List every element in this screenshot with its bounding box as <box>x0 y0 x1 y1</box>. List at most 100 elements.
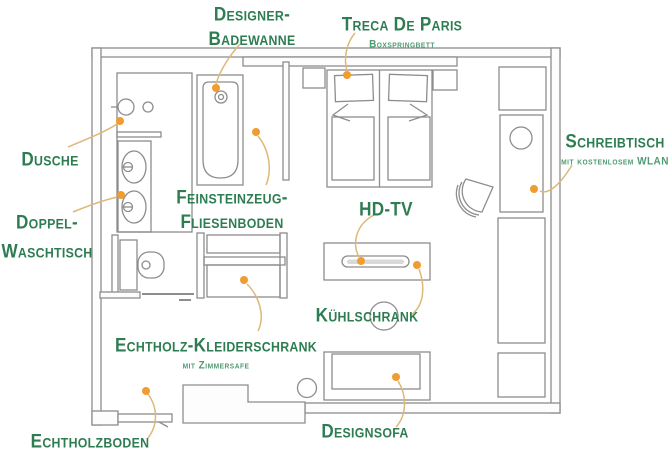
marker-dot-waschtisch-icon <box>117 191 125 199</box>
bathroom-bottom-wall <box>99 291 141 299</box>
headboard-ledge <box>242 56 458 67</box>
nightstand-left <box>302 67 326 89</box>
door-latch <box>158 421 169 428</box>
door-leaf <box>117 413 173 423</box>
label-kuehlschrank: Kühlschrank <box>316 303 419 328</box>
tall-cabinet <box>497 217 546 344</box>
leader-bett <box>344 32 356 72</box>
sofa-frame <box>323 351 431 401</box>
marker-dot-dusche-icon <box>116 117 124 125</box>
leader-hd-tv <box>354 214 375 258</box>
label-text: Doppel- <box>16 211 78 233</box>
label-text: Waschtisch <box>1 240 93 262</box>
label-text: Badewanne <box>208 27 296 50</box>
fan-chair <box>455 178 494 218</box>
label-text: Echtholz-Kleiderschrank <box>114 334 318 356</box>
blanket-fold-right <box>408 103 429 122</box>
bathtub-drain-icon <box>214 90 228 104</box>
shower-head-icon <box>117 98 135 116</box>
marker-dot-kleiderschrank-icon <box>240 276 248 284</box>
wall-top <box>91 47 561 58</box>
bathroom-enclosure <box>116 72 193 233</box>
wardrobe-body <box>206 264 281 298</box>
marker-dot-hd-tv-icon <box>357 257 365 265</box>
vanity-counter <box>117 140 152 233</box>
desk-stool-icon <box>509 126 533 150</box>
wall-left <box>91 47 102 426</box>
label-subtitle: Boxspringbett <box>369 37 435 51</box>
minibar-cabinet <box>497 352 546 398</box>
label-text: Designer- <box>213 3 291 25</box>
label-text: Fliesenboden <box>180 210 284 233</box>
entrance-door <box>117 413 173 428</box>
marker-dot-badewanne-icon <box>212 84 220 92</box>
label-text: Schreibtisch <box>565 130 665 152</box>
wardrobe-wall-left <box>196 232 205 299</box>
label-schreibtisch: Schreibtisch mit kostenlosem WLAN <box>561 129 669 169</box>
toilet-nook <box>99 234 194 301</box>
label-doppel-waschtisch: Doppel- Waschtisch <box>1 208 92 266</box>
marker-dot-fliesenboden-icon <box>252 128 260 136</box>
leader-dusche <box>67 123 118 148</box>
wardrobe <box>196 232 288 299</box>
label-subtitle: mit Zimmersafe <box>182 358 250 372</box>
bath-shelf <box>116 131 162 138</box>
leader-badewanne <box>215 43 241 85</box>
bathtub-drain-center <box>217 93 225 101</box>
leader-kuehlschrank <box>410 268 424 316</box>
label-text: Feinsteinzeug- <box>176 186 288 208</box>
label-text: Treca De Paris <box>341 13 463 35</box>
label-text: HD-TV <box>359 198 413 220</box>
tv-screen-fill <box>347 259 404 264</box>
chair-back-arc-2 <box>455 184 477 218</box>
partition-bath-bedroom <box>282 61 290 181</box>
leader-designsofa <box>395 380 406 428</box>
label-echtholzboden: Echtholzboden <box>31 429 150 454</box>
desk <box>499 114 544 213</box>
marker-dot-schreibtisch-icon <box>530 185 538 193</box>
side-table-icon <box>296 377 318 399</box>
marker-dot-bett-icon <box>343 71 351 79</box>
wall-bottom-left-stub <box>91 410 119 426</box>
cabinet-top <box>498 66 547 111</box>
chair-back-arc-1 <box>458 181 480 216</box>
label-designsofa: Designsofa <box>321 419 408 444</box>
wardrobe-rail <box>203 256 286 266</box>
label-designer-badewanne: Designer- Badewanne <box>209 2 296 52</box>
sofa-seat <box>331 353 421 390</box>
leader-waschtisch <box>72 196 118 213</box>
marker-dot-echtholzboden-icon <box>142 387 150 395</box>
wall-right <box>550 47 561 414</box>
label-text: Kühlschrank <box>315 304 419 326</box>
label-text: Designsofa <box>321 420 409 442</box>
marker-dot-designsofa-icon <box>392 373 400 381</box>
label-text: Dusche <box>21 148 79 170</box>
tv-screen-icon <box>341 255 410 268</box>
toilet-drain <box>141 260 151 270</box>
chair-seat <box>461 178 494 213</box>
leader-fliesenboden <box>257 135 270 186</box>
label-treca-de-paris: Treca De Paris Boxspringbett <box>342 12 462 52</box>
label-dusche: Dusche <box>21 147 78 172</box>
entrance-vestibule <box>182 384 306 424</box>
marker-dot-kuehlschrank-icon <box>413 261 421 269</box>
leader-echtholzboden <box>147 393 157 439</box>
leader-kleiderschrank <box>246 283 262 332</box>
bathtub-basin <box>202 81 239 179</box>
label-subtitle: mit kostenlosem WLAN <box>561 154 669 168</box>
pillow-left <box>333 73 375 103</box>
nightstand-right <box>432 69 458 91</box>
leader-lines <box>67 32 573 439</box>
toilet-tank <box>119 239 138 291</box>
blanket-right <box>387 116 431 181</box>
shower-control-icon <box>142 101 154 113</box>
toilet-bowl-icon <box>137 251 165 279</box>
pillow-right <box>387 73 429 103</box>
label-text: Echtholzboden <box>30 430 150 452</box>
bathtub <box>196 74 244 186</box>
walls <box>91 47 561 426</box>
bed <box>302 67 458 188</box>
bathroom <box>111 72 193 233</box>
